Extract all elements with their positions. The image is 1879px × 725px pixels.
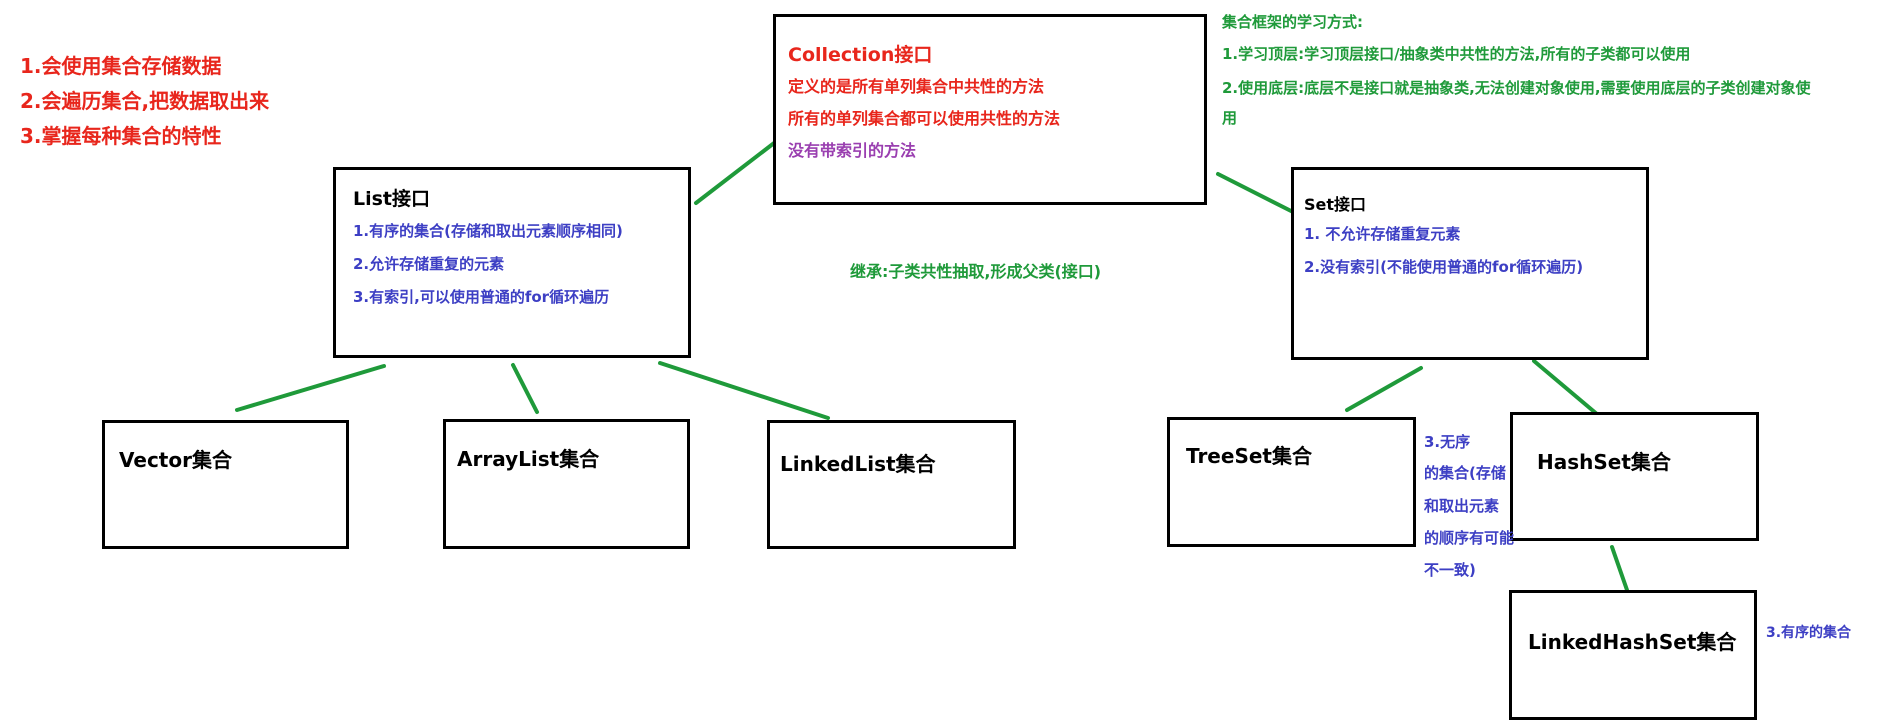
line-list-vector [235,364,386,412]
collection-line-3: 没有带索引的方法 [788,141,917,160]
set-interface-box: Set接口 1. 不允许存储重复元素 2.没有索引(不能使用普通的for循环遍历… [1291,167,1649,360]
list-title: List接口 [353,188,431,210]
list-line-1: 1.有序的集合(存储和取出元素顺序相同) [353,222,623,240]
collection-interface-box: Collection接口 定义的是所有单列集合中共性的方法 所有的单列集合都可以… [773,14,1207,205]
treeset-box: TreeSet集合 [1167,417,1416,547]
collection-line-1: 定义的是所有单列集合中共性的方法 [788,77,1045,96]
learning-line-1: 1.学习顶层:学习顶层接口/抽象类中共性的方法,所有的子类都可以使用 [1222,45,1691,63]
vector-label: Vector集合 [119,448,232,472]
set-title: Set接口 [1304,195,1367,214]
list-line-2: 2.允许存储重复的元素 [353,255,505,273]
goal-3: 3.掌握每种集合的特性 [20,124,222,148]
linkedlist-label: LinkedList集合 [780,452,936,476]
line-list-linkedlist [658,361,830,420]
line-list-collection [694,138,780,205]
list-interface-box: List接口 1.有序的集合(存储和取出元素顺序相同) 2.允许存储重复的元素 … [333,167,691,358]
goal-2: 2.会遍历集合,把数据取出来 [20,89,270,113]
line-list-arraylist [511,363,539,414]
unordered-note-4: 的顺序有可能 [1424,529,1515,547]
unordered-note-3: 和取出元素 [1424,497,1500,515]
unordered-note-2: 的集合(存储 [1424,464,1506,482]
learning-title: 集合框架的学习方式: [1222,13,1363,31]
hashset-box: HashSet集合 [1510,412,1759,541]
arraylist-box: ArrayList集合 [443,419,690,549]
line-hashset-linkedhashset [1610,545,1629,592]
list-line-3: 3.有索引,可以使用普通的for循环遍历 [353,288,610,306]
line-set-hashset [1532,359,1606,422]
treeset-label: TreeSet集合 [1186,444,1312,468]
goal-1: 1.会使用集合存储数据 [20,54,222,78]
learning-line-2a: 2.使用底层:底层不是接口就是抽象类,无法创建对象使用,需要使用底层的子类创建对… [1222,79,1811,97]
unordered-note-5: 不一致) [1424,561,1476,579]
inheritance-note: 继承:子类共性抽取,形成父类(接口) [850,262,1102,281]
ordered-note: 3.有序的集合 [1766,625,1852,641]
learning-line-2b: 用 [1222,109,1238,127]
arraylist-label: ArrayList集合 [457,447,600,471]
hashset-label: HashSet集合 [1537,450,1671,474]
line-collection-set [1216,172,1301,217]
set-line-2: 2.没有索引(不能使用普通的for循环遍历) [1304,258,1584,276]
linkedhashset-label: LinkedHashSet集合 [1528,630,1737,654]
collection-line-2: 所有的单列集合都可以使用共性的方法 [788,109,1061,128]
vector-box: Vector集合 [102,420,349,549]
set-line-1: 1. 不允许存储重复元素 [1304,225,1461,243]
line-set-treeset [1345,366,1423,412]
linkedlist-box: LinkedList集合 [767,420,1016,549]
unordered-note-1: 3.无序 [1424,433,1471,451]
collection-title: Collection接口 [788,44,933,66]
linkedhashset-box: LinkedHashSet集合 [1509,590,1757,720]
